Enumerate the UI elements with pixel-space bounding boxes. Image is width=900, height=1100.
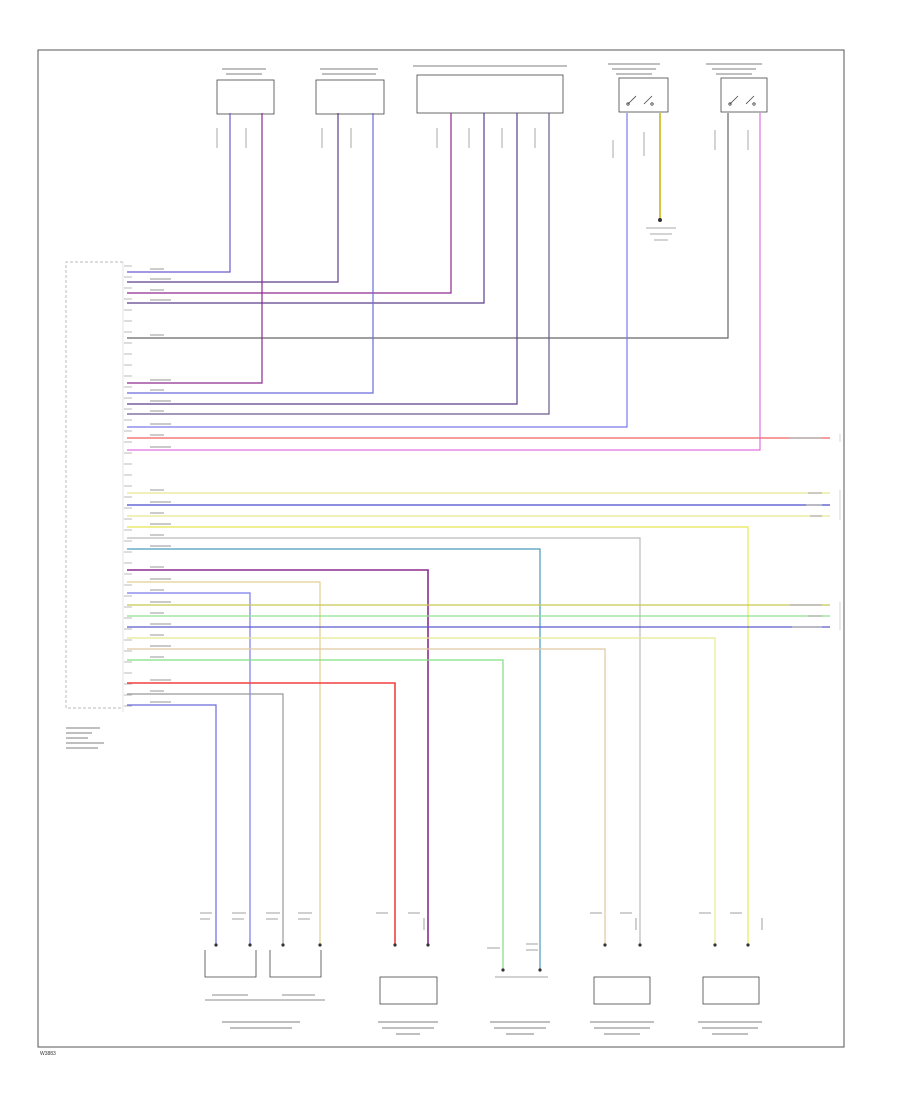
connector-pin	[501, 968, 505, 972]
wire-29	[127, 693, 284, 945]
top-component-3-box	[416, 74, 564, 114]
top-component-captions	[222, 63, 762, 75]
wire-7	[127, 113, 374, 394]
wire-color-tags	[150, 268, 171, 703]
figure-id: W3883	[40, 1051, 56, 1057]
top-component-5-box	[720, 77, 768, 113]
wiring-harness	[127, 113, 830, 970]
wire-16	[127, 526, 749, 945]
right-connector-labels	[790, 437, 822, 628]
connector-pin	[713, 943, 717, 947]
switch-symbol-1	[627, 95, 653, 105]
wire-1	[127, 113, 231, 273]
bottom-pin-labels	[200, 912, 763, 951]
wire-19	[127, 569, 429, 945]
control-module-outline	[65, 261, 123, 709]
control-module-caption	[66, 727, 104, 749]
bottom-components	[204, 950, 760, 1005]
connector-pin	[214, 943, 218, 947]
connector-pin	[603, 943, 607, 947]
bottom-component-4-box	[593, 976, 651, 1005]
wire-27	[127, 659, 504, 970]
connector-pin	[638, 943, 642, 947]
connector-pin	[426, 943, 430, 947]
wire-10	[127, 113, 628, 428]
bottom-component-captions	[222, 1021, 762, 1035]
wire-30	[127, 704, 217, 945]
wire-6	[127, 113, 263, 384]
wire-18	[127, 548, 541, 970]
bottom-component-2-box	[379, 976, 438, 1005]
top-component-1-box	[216, 79, 275, 115]
connector-pin	[248, 943, 252, 947]
switch-symbol-2	[729, 95, 755, 105]
wire-26	[127, 648, 606, 945]
ground-stub	[646, 113, 676, 241]
wire-8	[127, 113, 518, 405]
top-component-2-box	[315, 79, 385, 115]
top-pin-labels	[216, 128, 749, 158]
bottom-component-1-underline	[205, 994, 325, 1001]
bottom-component-5-box	[702, 976, 760, 1005]
wire-4	[127, 113, 485, 304]
wire-17	[127, 537, 641, 945]
wire-21	[127, 592, 251, 945]
wire-20	[127, 581, 321, 945]
connector-pin	[746, 943, 750, 947]
wire-9	[127, 113, 550, 415]
wire-3	[127, 113, 452, 294]
connector-pin	[538, 968, 542, 972]
top-component-4-box	[618, 77, 669, 113]
connector-pin	[281, 943, 285, 947]
diagram-frame	[37, 49, 845, 1048]
wire-5	[127, 113, 729, 339]
connector-pin	[393, 943, 397, 947]
bottom-component-1	[204, 950, 322, 978]
connector-pin	[318, 943, 322, 947]
wire-2	[127, 113, 339, 283]
bottom-connector-pins	[214, 943, 750, 972]
control-module	[65, 261, 124, 712]
top-components	[216, 74, 768, 115]
wire-12	[127, 113, 761, 451]
wire-25	[127, 637, 716, 945]
wire-28	[127, 682, 396, 945]
control-module-pin-ticks	[124, 265, 132, 707]
